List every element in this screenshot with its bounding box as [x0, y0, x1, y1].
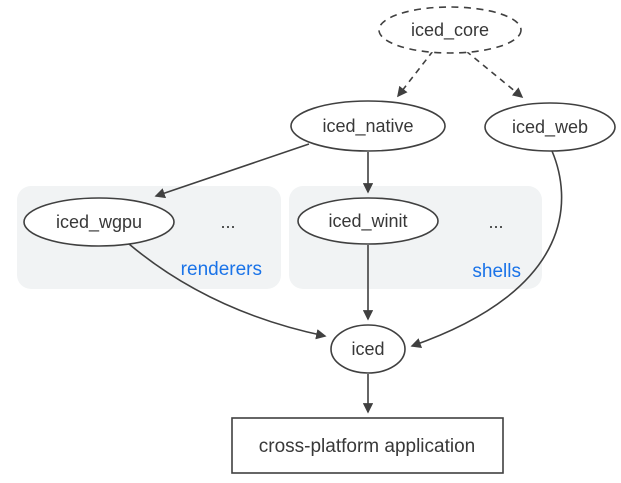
node-iced-core-label: iced_core [411, 20, 489, 41]
edge-iced-wgpu-to-iced [128, 243, 327, 340]
node-iced-web-label: iced_web [512, 117, 588, 138]
node-iced-winit-label: iced_winit [328, 211, 407, 232]
edge-iced-core-to-iced-web [465, 50, 524, 98]
node-iced-core [378, 6, 522, 54]
node-iced-label: iced [351, 339, 384, 359]
node-cross-platform-application-label: cross-platform application [259, 436, 475, 457]
node-iced-wgpu-label: iced_wgpu [56, 212, 142, 233]
node-cross-platform-application [231, 417, 504, 474]
node-iced-native [290, 100, 446, 152]
group-shells-ellipsis: ... [488, 212, 503, 232]
group-shells-label: shells [472, 261, 521, 282]
node-iced-native-label: iced_native [322, 116, 413, 137]
group-renderers-ellipsis: ... [220, 212, 235, 232]
group-renderers-label: renderers [181, 259, 262, 280]
edge-iced-web-to-iced [410, 150, 563, 348]
edge-iced-native-to-iced-wgpu [154, 143, 310, 199]
node-iced-winit [297, 197, 439, 245]
node-iced-web [484, 102, 616, 152]
node-iced [330, 324, 406, 374]
node-iced-wgpu [23, 197, 175, 247]
edge-iced-core-to-iced-native [397, 50, 434, 98]
